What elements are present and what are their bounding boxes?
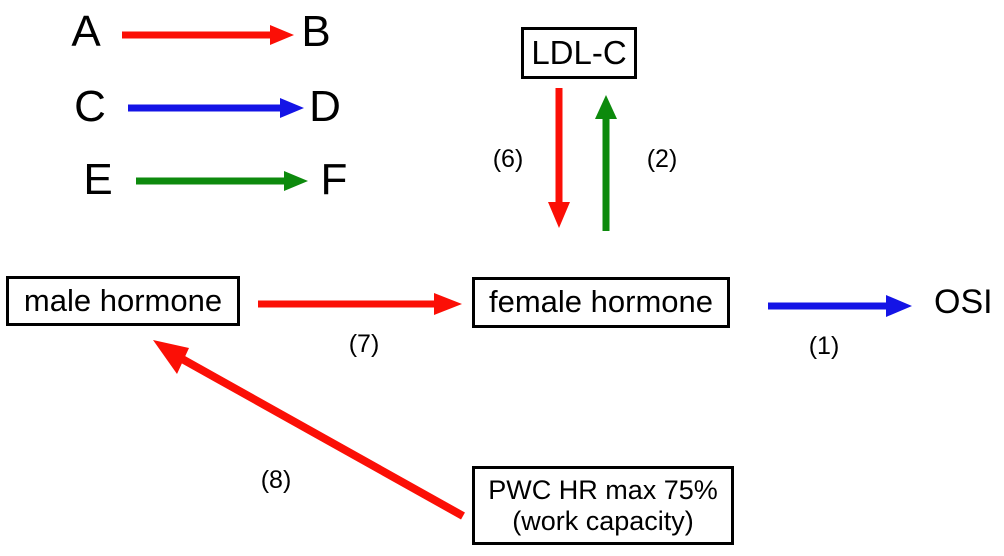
arrow-female-to-osi-1	[768, 295, 912, 317]
arrow-pwc-to-male-8	[153, 340, 465, 520]
arrow-ldl-c-up-2	[595, 95, 617, 231]
node-pwc-hr-max: PWC HR max 75% (work capacity)	[472, 466, 734, 545]
legend-node-c: C	[74, 82, 106, 131]
pwc-line-2: (work capacity)	[512, 505, 694, 536]
node-male-hormone: male hormone	[6, 276, 240, 326]
legend-arrow-green	[136, 171, 308, 191]
node-female-hormone: female hormone	[472, 277, 730, 328]
legend-node-a: A	[71, 7, 101, 56]
node-osi: OSI	[934, 282, 993, 321]
legend-arrow-blue	[128, 98, 304, 118]
edge-label-2: (2)	[646, 144, 678, 173]
legend-node-e: E	[83, 155, 113, 204]
arrow-ldl-c-down-6	[548, 88, 570, 228]
legend-node-b: B	[301, 7, 331, 56]
node-ldl-c: LDL-C	[521, 27, 637, 79]
edge-label-1: (1)	[808, 331, 840, 360]
legend-arrow-red	[122, 25, 294, 45]
edge-label-8: (8)	[260, 465, 292, 494]
pwc-line-1: PWC HR max 75%	[488, 475, 718, 506]
arrow-male-to-female-7	[258, 293, 462, 315]
legend-node-f: F	[320, 155, 348, 204]
edge-label-6: (6)	[492, 144, 524, 173]
legend-node-d: D	[309, 82, 341, 131]
edge-label-7: (7)	[348, 329, 380, 358]
